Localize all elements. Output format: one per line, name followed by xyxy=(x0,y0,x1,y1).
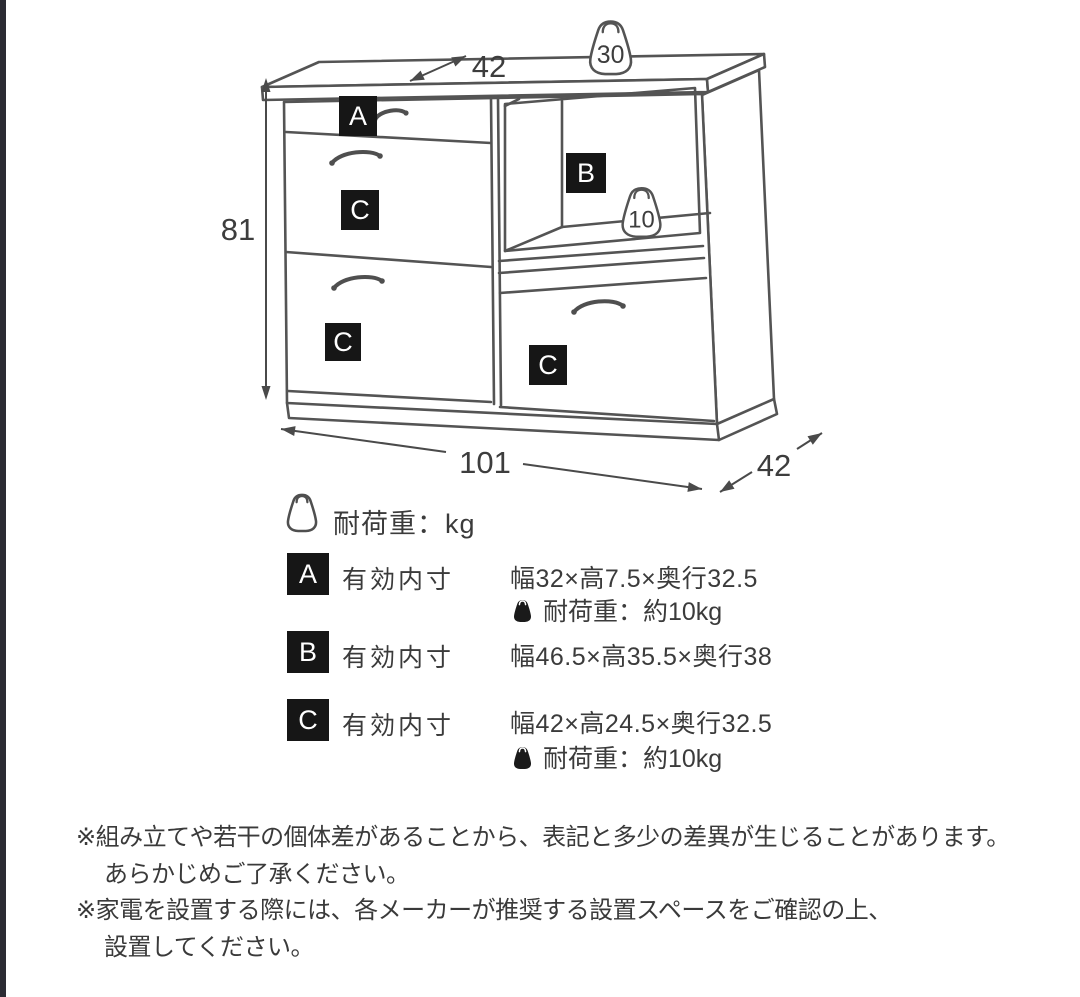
legend-size-a: 幅32×高7.5×奥行32.5 xyxy=(510,565,758,593)
label-b-box xyxy=(566,153,606,193)
legend-key-b: B xyxy=(287,631,329,673)
shelf-ceiling-edge xyxy=(503,97,521,108)
legend-title-b: 有効内寸 xyxy=(342,644,455,672)
weight-icon-filled xyxy=(513,599,532,622)
dim-width-value: 101 xyxy=(459,445,511,480)
divider-right-line xyxy=(496,96,503,407)
label-c3-box xyxy=(529,345,567,385)
rail-bottom-line xyxy=(497,256,706,275)
handle-drawer-c3 xyxy=(572,299,625,314)
label-c1-text: C xyxy=(350,195,370,225)
dim-width-line-left xyxy=(280,428,447,453)
legend-size-c: 幅42×高24.5×奥行32.5 xyxy=(510,710,773,738)
legend-load-c: 耐荷重：約10kg xyxy=(511,739,722,775)
right-drawer-top-line xyxy=(498,276,708,295)
drawer-handles xyxy=(330,108,625,314)
legend-key-c: C xyxy=(287,699,329,741)
legend-size-b: 幅46.5×高35.5×奥行38 xyxy=(510,643,773,671)
dimension-arrowheads xyxy=(261,56,822,492)
weight-icon-filled xyxy=(513,746,532,769)
legend-key-a: A xyxy=(287,553,329,595)
drawer-a-bottom-line xyxy=(284,130,493,145)
note-line-4: 設置してください。 xyxy=(104,934,315,961)
weight-icon xyxy=(588,20,633,76)
screen-edge-strip xyxy=(0,0,6,997)
legend-load-c-text: 耐荷重：約10kg xyxy=(543,745,723,773)
weight-icon-handle xyxy=(633,188,650,200)
base-plinth xyxy=(285,401,721,442)
countertop-end-cap xyxy=(705,52,767,94)
base-plinth-side xyxy=(717,397,779,442)
weight-icon xyxy=(286,493,318,533)
handle-drawer-c1 xyxy=(330,149,382,165)
label-c2-box xyxy=(325,323,361,361)
divider-left-line xyxy=(489,96,496,406)
legend-load-a: 耐荷重：約10kg xyxy=(511,592,722,628)
dim-width-line-right xyxy=(522,463,703,490)
label-a-text: A xyxy=(349,101,367,131)
weight-badge-10-value: 10 xyxy=(628,206,654,233)
weight-badge-30: 30 xyxy=(588,20,633,76)
rail-top-line xyxy=(497,244,705,263)
label-c1-box xyxy=(341,190,379,230)
label-a-box xyxy=(339,96,377,136)
dim-height-value: 81 xyxy=(221,212,255,247)
compartment-labels: A C C B C xyxy=(325,96,606,385)
note-line-1: ※組み立てや若干の個体差があることから、表記と多少の差異が生じることがあります。 xyxy=(76,824,1010,851)
label-c2-text: C xyxy=(333,327,353,357)
weight-badge-10: 10 xyxy=(621,187,662,238)
handle-drawer-c2 xyxy=(332,274,384,290)
legend-load-a-text: 耐荷重：約10kg xyxy=(543,598,723,626)
drawer-c1-bottom-line xyxy=(284,250,493,269)
label-c3-text: C xyxy=(538,350,558,380)
weight-icon-handle xyxy=(601,22,620,34)
weight-badge-30-value: 30 xyxy=(597,42,625,69)
open-shelf-frame xyxy=(503,86,702,253)
dim-top-depth-value: 42 xyxy=(472,49,506,84)
dimension-values: 81 42 101 42 xyxy=(221,49,791,483)
note-line-3: ※家電を設置する際には、各メーカーが推奨する設置スペースをご確認の上、 xyxy=(76,897,892,924)
shelf-floor-left-edge xyxy=(503,225,564,253)
legend-title-a: 有効内寸 xyxy=(342,566,455,594)
label-b-text: B xyxy=(577,158,595,188)
right-drawer-bottom-line xyxy=(498,405,716,423)
left-plinth-line xyxy=(286,389,493,404)
weight-icon xyxy=(621,187,662,238)
dim-side-depth-value: 42 xyxy=(757,448,791,483)
legend-load-caption: 耐荷重：kg xyxy=(333,509,476,539)
note-line-2: あらかじめご了承ください。 xyxy=(104,861,410,888)
legend-load-icon xyxy=(283,491,321,538)
legend-title-c: 有効内寸 xyxy=(342,712,455,740)
